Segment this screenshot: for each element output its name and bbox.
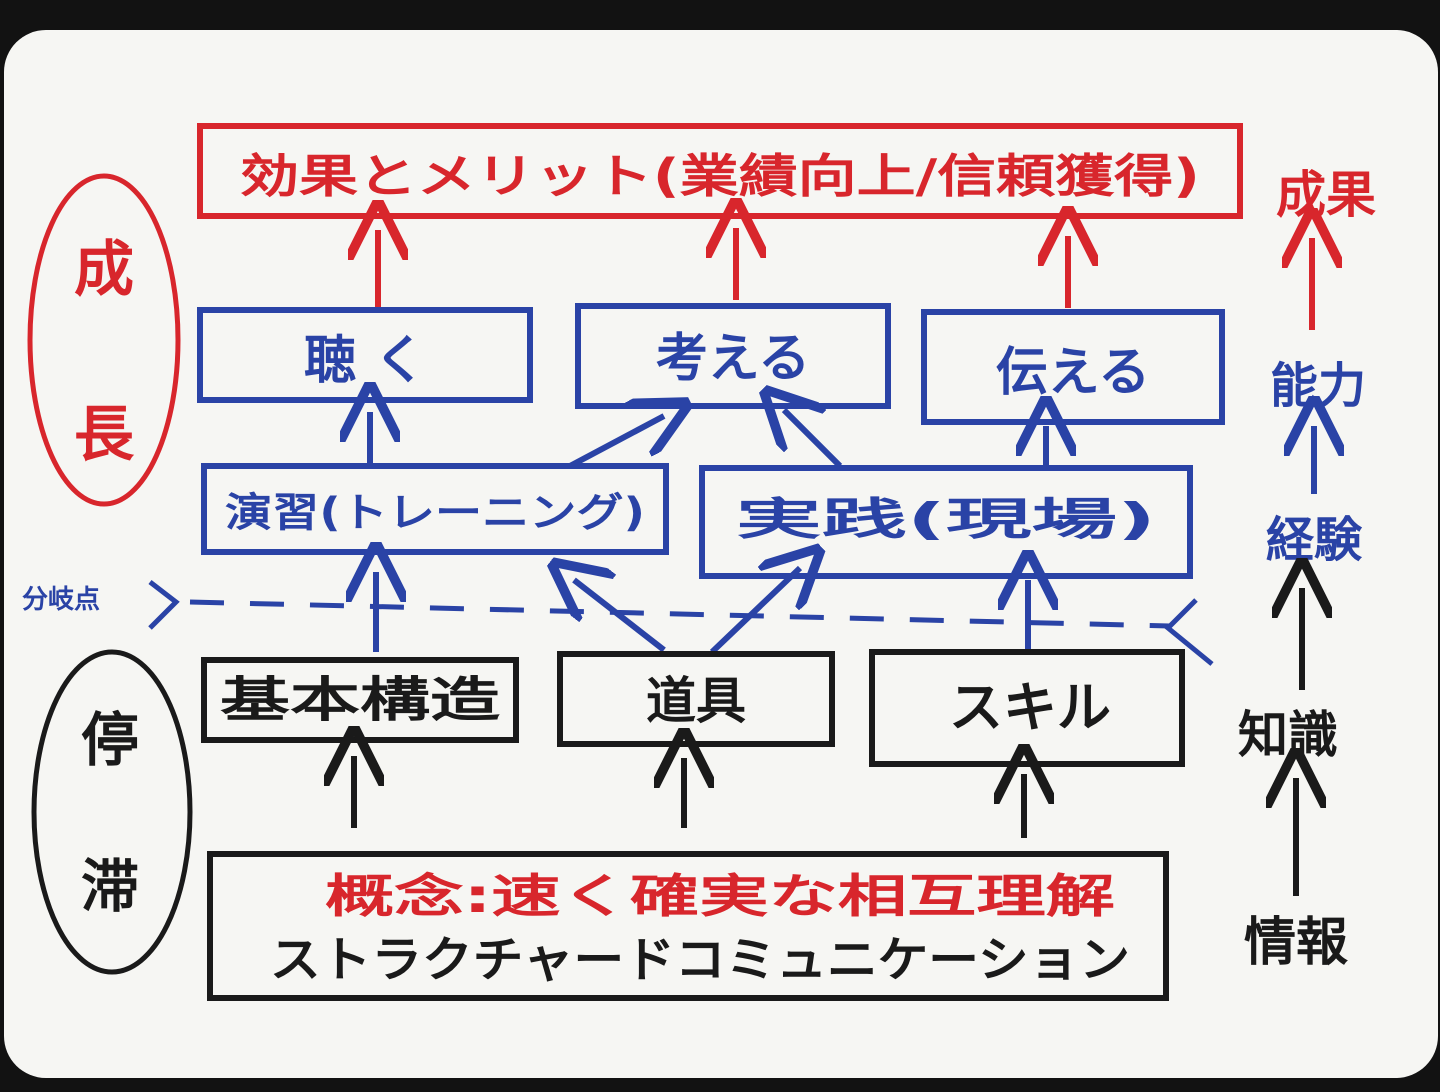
tools-label: 道具: [646, 672, 746, 730]
ability-label-think: 考える: [656, 329, 810, 389]
right-information-label: 情報: [1244, 913, 1348, 973]
right-ability-label: 能力: [1270, 358, 1366, 414]
practice-box: [699, 465, 1193, 579]
ability-box-think: [575, 303, 891, 409]
concept-text: 概念:速く確実な相互理解: [325, 869, 1115, 923]
growth-circle: [27, 173, 181, 507]
structure-label: 基本構造: [220, 672, 500, 728]
right-experience-label: 経験: [1266, 512, 1363, 568]
arrow-exercise-to-think: [568, 416, 664, 469]
arrow-tools-to-exercise: [574, 580, 666, 653]
branch-point-bracket-right: [1164, 598, 1214, 666]
stagnation-label-1: 停: [81, 706, 139, 774]
practice-label: 実践(現場): [736, 494, 1156, 545]
branch-point-dashed-line: [189, 599, 1171, 629]
stagnation-label-2: 滞: [81, 852, 139, 920]
branch-point-bracket-left: [148, 580, 180, 630]
arrow-practice-to-think: [784, 410, 843, 469]
exercise-box: [201, 463, 669, 555]
exercise-label: 演習(トレーニング): [225, 490, 645, 536]
branch-point-label: 分岐点: [22, 584, 100, 615]
ability-label-convey: 伝える: [996, 343, 1150, 403]
ability-label-listen: 聴 く: [304, 331, 426, 391]
arrow-tools-to-practice: [709, 568, 800, 655]
growth-label-2: 長: [74, 400, 135, 470]
stagnation-circle: [31, 649, 193, 975]
right-knowledge-label: 知識: [1238, 706, 1338, 764]
method-text: ストラクチャードコミュニケーション: [270, 932, 1130, 988]
base-box: [207, 851, 1169, 1001]
outcome-text: 効果とメリット(業績向上/信頼獲得): [240, 149, 1200, 203]
growth-label-1: 成: [74, 235, 134, 305]
skill-label: スキル: [949, 676, 1111, 739]
board-surface: [4, 30, 1438, 1078]
right-outcome-label: 成果: [1276, 166, 1376, 224]
